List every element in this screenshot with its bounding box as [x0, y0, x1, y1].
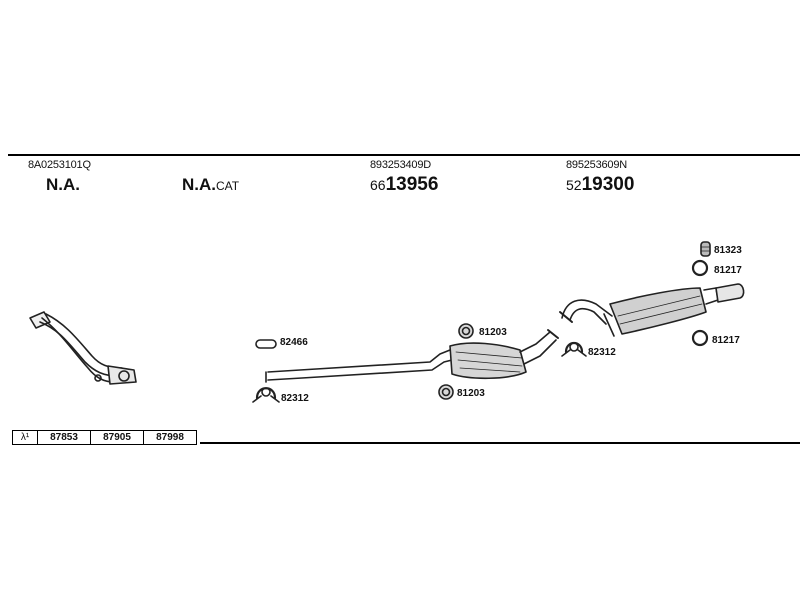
rear-silencer-drawing [559, 283, 745, 337]
clamp-82312-right-drawing [561, 341, 587, 357]
callout-82312-right: 82312 [588, 347, 616, 358]
callout-81217-top: 81217 [714, 265, 742, 276]
callout-82466: 82466 [280, 337, 308, 348]
part3-code: 6613956 [370, 175, 438, 194]
lambda-symbol: λ¹ [12, 430, 38, 445]
clamp-82312-left-drawing [252, 387, 280, 403]
part4-code: 5219300 [566, 175, 634, 194]
callout-82312-left: 82312 [281, 393, 309, 404]
part4-code-main: 19300 [581, 174, 635, 195]
mount-81323-drawing [700, 241, 711, 257]
ref-value-3: 87998 [143, 430, 197, 445]
reference-row: λ¹ 87853 87905 87998 [12, 430, 197, 445]
part2-note: N.A.CAT [182, 176, 239, 194]
part2-note-bold: N.A. [182, 175, 216, 194]
reference-table: λ¹ 87853 87905 87998 [12, 430, 197, 445]
callout-81203-bottom: 81203 [457, 388, 485, 399]
part1-note: N.A. [46, 175, 80, 194]
front-pipe-drawing [29, 311, 137, 385]
part2-note-suffix: CAT [216, 179, 240, 193]
part4-code-prefix: 52 [566, 177, 582, 193]
ring-81203-top-drawing [458, 323, 474, 339]
part3-number: 893253409D [370, 159, 432, 171]
gasket-82466-drawing [255, 339, 277, 349]
top-rule [8, 154, 800, 156]
ring-81217-top-drawing [691, 259, 709, 277]
ring-81203-bottom-drawing [438, 384, 454, 400]
part4-number: 895253609N [566, 159, 628, 171]
ref-value-1: 87853 [37, 430, 91, 445]
callout-81217-bottom: 81217 [712, 335, 740, 346]
part3-code-main: 13956 [385, 174, 439, 195]
ring-81217-bottom-drawing [691, 329, 709, 347]
callout-81323: 81323 [714, 245, 742, 256]
part1-number: 8A0253101Q [28, 159, 91, 171]
middle-pipe-drawing [265, 329, 559, 383]
ref-value-2: 87905 [90, 430, 144, 445]
bottom-rule [200, 442, 800, 444]
callout-81203-top: 81203 [479, 327, 507, 338]
part3-code-prefix: 66 [370, 177, 386, 193]
